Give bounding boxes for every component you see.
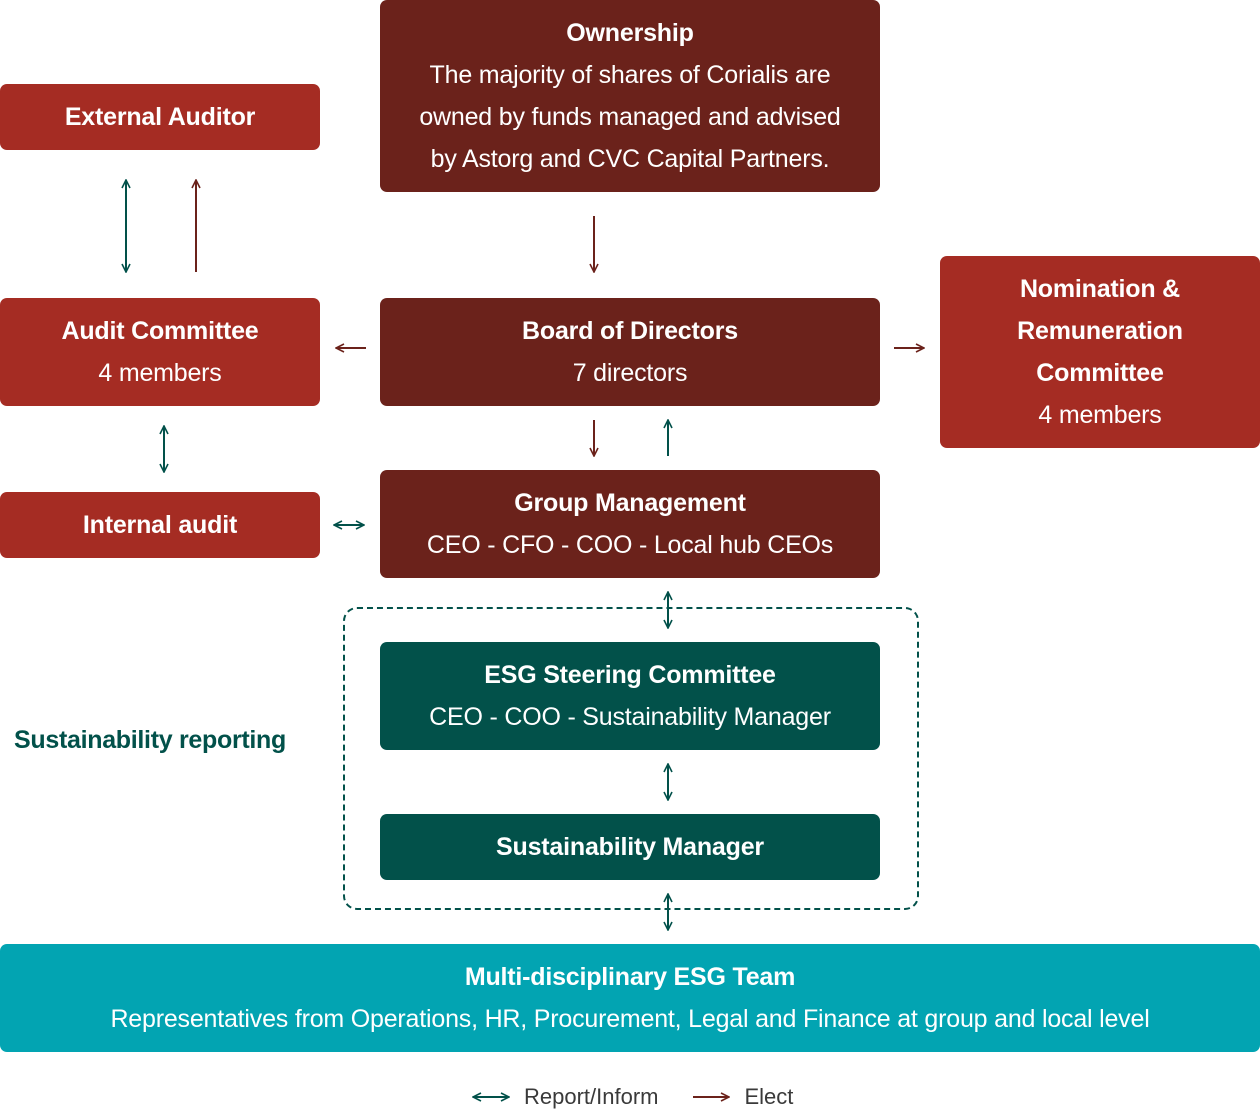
esg-steering-committee-box: ESG Steering Committee CEO - COO - Susta… [380, 642, 880, 750]
legend-report-inform-label: Report/Inform [524, 1084, 659, 1109]
external-auditor-title: External Auditor [64, 103, 256, 131]
group-management-box: Group Management CEO - CFO - COO - Local… [380, 470, 880, 578]
audit-committee-box: Audit Committee 4 members [0, 298, 320, 406]
ownership-title: Ownership [566, 19, 694, 47]
ownership-line-1: The majority of shares of Corialis are [429, 61, 831, 89]
esg-team-title: Multi-disciplinary ESG Team [464, 963, 796, 991]
esg-steering-title: ESG Steering Committee [484, 661, 776, 689]
esg-team-box: Multi-disciplinary ESG Team Representati… [0, 944, 1260, 1052]
sustainability-manager-box: Sustainability Manager [380, 814, 880, 880]
right-arrow-icon [692, 1089, 733, 1105]
nomination-members: 4 members [1038, 401, 1162, 429]
group-management-members: CEO - CFO - COO - Local hub CEOs [426, 531, 834, 559]
board-title: Board of Directors [522, 317, 738, 345]
nomination-remuneration-box: Nomination & Remuneration Committee 4 me… [940, 256, 1260, 448]
legend-elect-label: Elect [744, 1084, 794, 1109]
sustainability-reporting-label: Sustainability reporting [14, 726, 286, 754]
board-directors-count: 7 directors [572, 359, 688, 387]
sustainability-reporting-group [343, 607, 919, 910]
legend: Report/Inform Elect [470, 1084, 825, 1110]
audit-committee-members: 4 members [98, 359, 222, 387]
nomination-title-line-3: Committee [1036, 359, 1164, 387]
audit-committee-title: Audit Committee [61, 317, 259, 345]
legend-item-report-inform: Report/Inform [470, 1084, 659, 1110]
sustainability-manager-title: Sustainability Manager [496, 833, 764, 861]
ownership-line-2: owned by funds managed and advised [419, 103, 841, 131]
double-arrow-icon [470, 1089, 512, 1105]
group-management-title: Group Management [514, 489, 746, 517]
internal-audit-box: Internal audit [0, 492, 320, 558]
esg-team-members: Representatives from Operations, HR, Pro… [110, 1005, 1150, 1033]
ownership-line-3: by Astorg and CVC Capital Partners. [430, 145, 830, 173]
nomination-title-line-1: Nomination & [1019, 275, 1181, 303]
ownership-box: Ownership The majority of shares of Cori… [380, 0, 880, 192]
external-auditor-box: External Auditor [0, 84, 320, 150]
nomination-title-line-2: Remuneration [1017, 317, 1183, 345]
internal-audit-title: Internal audit [82, 511, 238, 539]
legend-item-elect: Elect [691, 1084, 794, 1110]
esg-steering-members: CEO - COO - Sustainability Manager [429, 703, 831, 731]
board-of-directors-box: Board of Directors 7 directors [380, 298, 880, 406]
